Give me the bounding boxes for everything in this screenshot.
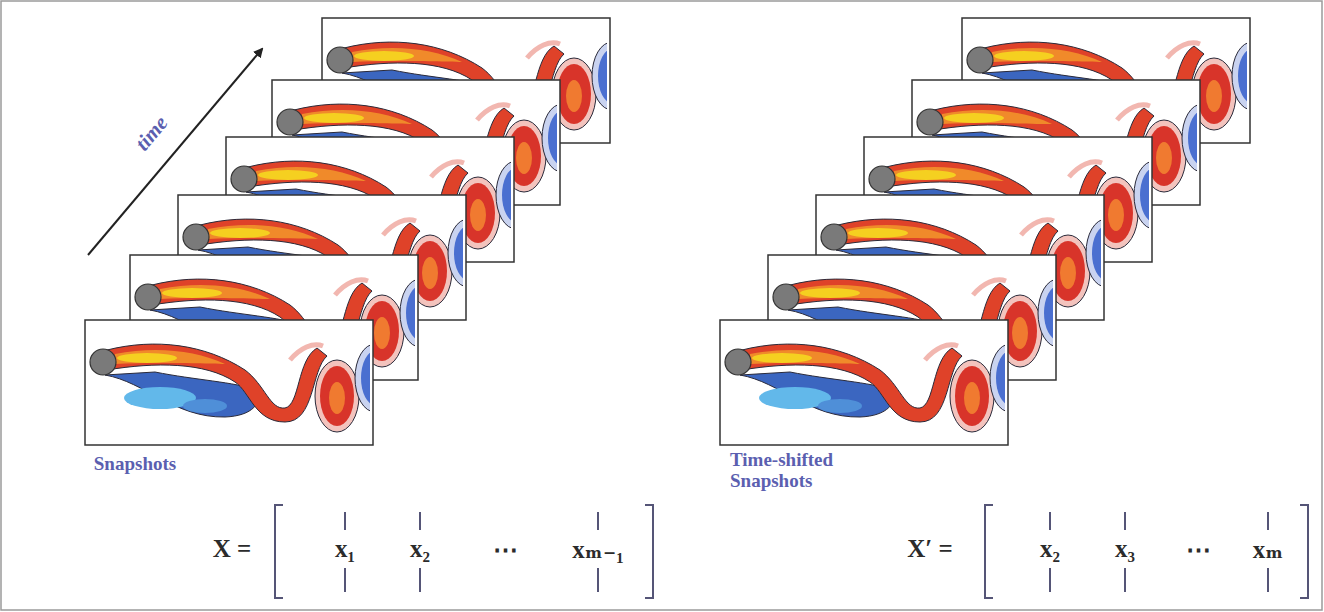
matrix-column: x₂ — [410, 535, 430, 563]
matrix-name: X = — [213, 535, 252, 563]
matrix-ellipsis: ⋯ — [493, 535, 518, 564]
matrix-ellipsis-holder: ⋯ — [493, 535, 518, 564]
right-frames — [720, 18, 1272, 445]
axis-label: time — [130, 111, 173, 156]
matrix-column: x₁ — [335, 535, 355, 563]
caption-label-holder: Snapshots — [94, 453, 176, 475]
matrix-ellipsis: ⋯ — [1186, 535, 1211, 564]
matrix-column-holder: x₂ — [1040, 535, 1060, 563]
matrix-column: x₃ — [1115, 535, 1135, 563]
matrix-column: x₂ — [1040, 535, 1060, 563]
matrix-column-holder: x₂ — [410, 535, 430, 563]
caption-label: Snapshots — [94, 453, 176, 475]
matrix-column-holder: xₘ₋₁ — [572, 535, 623, 564]
caption-label: Time-shifted Snapshots — [730, 450, 880, 492]
matrix-column-holder: xₘ — [1253, 535, 1284, 564]
matrix-name-holder: X = — [213, 535, 252, 563]
matrix-column-holder: x₁ — [335, 535, 355, 563]
matrix-brackets — [275, 505, 1308, 598]
matrix-column-holder: x₃ — [1115, 535, 1135, 563]
matrix-name-holder: X′ = — [907, 535, 953, 563]
left-frames — [85, 18, 632, 445]
matrix-column: xₘ₋₁ — [572, 535, 623, 564]
caption-label-holder: Time-shifted Snapshots — [730, 450, 880, 492]
matrix-ellipsis-holder: ⋯ — [1186, 535, 1211, 564]
axis-label-holder: time — [130, 111, 173, 156]
matrix-column: xₘ — [1253, 535, 1284, 564]
matrix-name: X′ = — [907, 535, 953, 563]
